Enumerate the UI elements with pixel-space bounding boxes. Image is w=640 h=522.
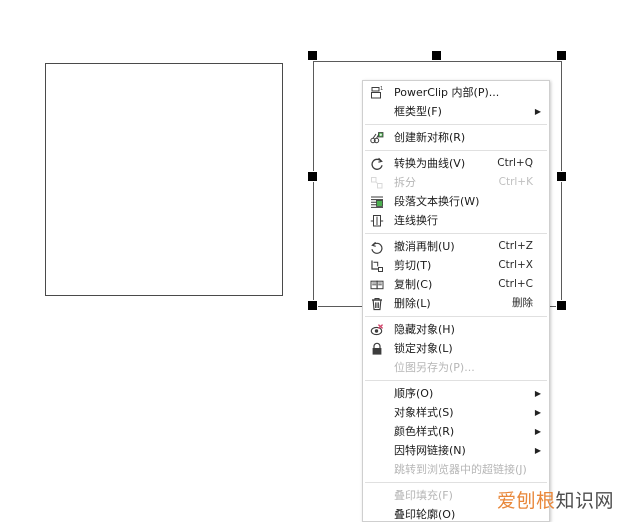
- menu-item[interactable]: 复制(C) Ctrl+C: [363, 275, 549, 294]
- menu-item[interactable]: 段落文本换行(W): [363, 192, 549, 211]
- submenu-arrow-icon: ▶: [534, 107, 542, 116]
- menu-item-label: 叠印填充(F): [394, 489, 453, 502]
- menu-separator: [365, 233, 547, 234]
- menu-item-label: 创建新对称(R): [394, 131, 466, 144]
- submenu-arrow-icon: ▶: [534, 408, 542, 417]
- menu-item[interactable]: 框类型(F) ▶: [363, 102, 549, 121]
- menu-item[interactable]: 撤消再制(U) Ctrl+Z: [363, 237, 549, 256]
- menu-separator: [365, 150, 547, 151]
- submenu-arrow-icon: ▶: [534, 427, 542, 436]
- menu-item[interactable]: 1 PowerClip 内部(P)...: [363, 83, 549, 102]
- menu-item-shortcut: 删除: [512, 297, 533, 309]
- menu-item[interactable]: 叠印轮廓(O): [363, 505, 549, 521]
- menu-item: 位图另存为(P)...: [363, 358, 549, 377]
- selection-handle-top-center[interactable]: [432, 51, 441, 60]
- menu-item-label: 位图另存为(P)...: [394, 361, 475, 374]
- menu-item-label: 撤消再制(U): [394, 240, 455, 253]
- menu-item[interactable]: 隐藏对象(H): [363, 320, 549, 339]
- cut-icon: [366, 256, 388, 275]
- menu-item-shortcut: Ctrl+Q: [497, 157, 533, 169]
- selection-handle-bottom-left[interactable]: [308, 301, 317, 310]
- menu-item-label: 锁定对象(L): [394, 342, 453, 355]
- delete-icon: [366, 294, 388, 313]
- selection-handle-middle-right[interactable]: [557, 172, 566, 181]
- none-icon: [366, 384, 388, 403]
- lock-object-icon: [366, 339, 388, 358]
- submenu-arrow-icon: ▶: [534, 389, 542, 398]
- menu-item-label: 框类型(F): [394, 105, 442, 118]
- none-icon: [366, 422, 388, 441]
- none-icon: [366, 505, 388, 521]
- convert-curve-icon: [366, 154, 388, 173]
- menu-separator: [365, 316, 547, 317]
- menu-item[interactable]: 对象样式(S) ▶: [363, 403, 549, 422]
- menu-item[interactable]: 因特网链接(N) ▶: [363, 441, 549, 460]
- watermark-part-b: 知识网: [555, 490, 615, 512]
- selection-handle-top-left[interactable]: [308, 51, 317, 60]
- menu-item-label: 对象样式(S): [394, 406, 454, 419]
- menu-item-label: 颜色样式(R): [394, 425, 455, 438]
- none-icon: [366, 441, 388, 460]
- menu-item[interactable]: 剪切(T) Ctrl+X: [363, 256, 549, 275]
- menu-item-shortcut: Ctrl+X: [498, 259, 533, 271]
- menu-separator: [365, 380, 547, 381]
- context-menu[interactable]: 1 PowerClip 内部(P)... 框类型(F) ▶ 创建新对称(R) 转换为曲…: [362, 80, 550, 522]
- menu-item[interactable]: 连线换行: [363, 211, 549, 230]
- menu-item[interactable]: 颜色样式(R) ▶: [363, 422, 549, 441]
- paragraph-text-wrap-icon: [366, 192, 388, 211]
- menu-item-label: 顺序(O): [394, 387, 434, 400]
- menu-item[interactable]: 删除(L) 删除: [363, 294, 549, 313]
- menu-separator: [365, 482, 547, 483]
- menu-item-label: 拆分: [394, 176, 416, 189]
- menu-item[interactable]: 顺序(O) ▶: [363, 384, 549, 403]
- context-menu-body: 1 PowerClip 内部(P)... 框类型(F) ▶ 创建新对称(R) 转换为曲…: [363, 83, 549, 521]
- menu-item-label: 叠印轮廓(O): [394, 508, 456, 521]
- none-icon: [366, 403, 388, 422]
- menu-item-label: 段落文本换行(W): [394, 195, 480, 208]
- menu-item-label: 删除(L): [394, 297, 431, 310]
- menu-item-label: 跳转到浏览器中的超链接(J): [394, 463, 527, 476]
- powerclip-icon: 1: [366, 83, 388, 102]
- menu-item-shortcut: Ctrl+C: [498, 278, 533, 290]
- line-break-icon: [366, 211, 388, 230]
- menu-item-label: 剪切(T): [394, 259, 432, 272]
- selection-handle-top-right[interactable]: [557, 51, 566, 60]
- watermark-part-a: 爱刨根: [497, 490, 556, 512]
- menu-item: 拆分 Ctrl+K: [363, 173, 549, 192]
- menu-item-label: 连线换行: [394, 214, 438, 227]
- frame-type-icon: [366, 102, 388, 121]
- none-icon: [366, 486, 388, 505]
- selection-handle-middle-left[interactable]: [308, 172, 317, 181]
- menu-separator: [365, 124, 547, 125]
- menu-item: 叠印填充(F): [363, 486, 549, 505]
- menu-item-label: 复制(C): [394, 278, 433, 291]
- menu-item-label: PowerClip 内部(P)...: [394, 86, 500, 99]
- menu-item-shortcut: Ctrl+K: [498, 176, 533, 188]
- watermark: 爱刨根知识网: [497, 486, 614, 513]
- menu-item[interactable]: 锁定对象(L): [363, 339, 549, 358]
- menu-item: 跳转到浏览器中的超链接(J): [363, 460, 549, 479]
- menu-item-label: 因特网链接(N): [394, 444, 466, 457]
- menu-item-label: 转换为曲线(V): [394, 157, 466, 170]
- hide-object-icon: [366, 320, 388, 339]
- undo-duplicate-icon: [366, 237, 388, 256]
- symmetry-icon: [366, 128, 388, 147]
- rectangle-object[interactable]: [45, 63, 283, 296]
- menu-item-label: 隐藏对象(H): [394, 323, 455, 336]
- menu-item-shortcut: Ctrl+Z: [498, 240, 533, 252]
- break-apart-icon: [366, 173, 388, 192]
- menu-item[interactable]: 转换为曲线(V) Ctrl+Q: [363, 154, 549, 173]
- none-icon: [366, 460, 388, 479]
- selection-handle-bottom-right[interactable]: [557, 301, 566, 310]
- none-icon: [366, 358, 388, 377]
- menu-item[interactable]: 创建新对称(R): [363, 128, 549, 147]
- svg-text:1: 1: [380, 86, 383, 92]
- submenu-arrow-icon: ▶: [534, 446, 542, 455]
- copy-icon: [366, 275, 388, 294]
